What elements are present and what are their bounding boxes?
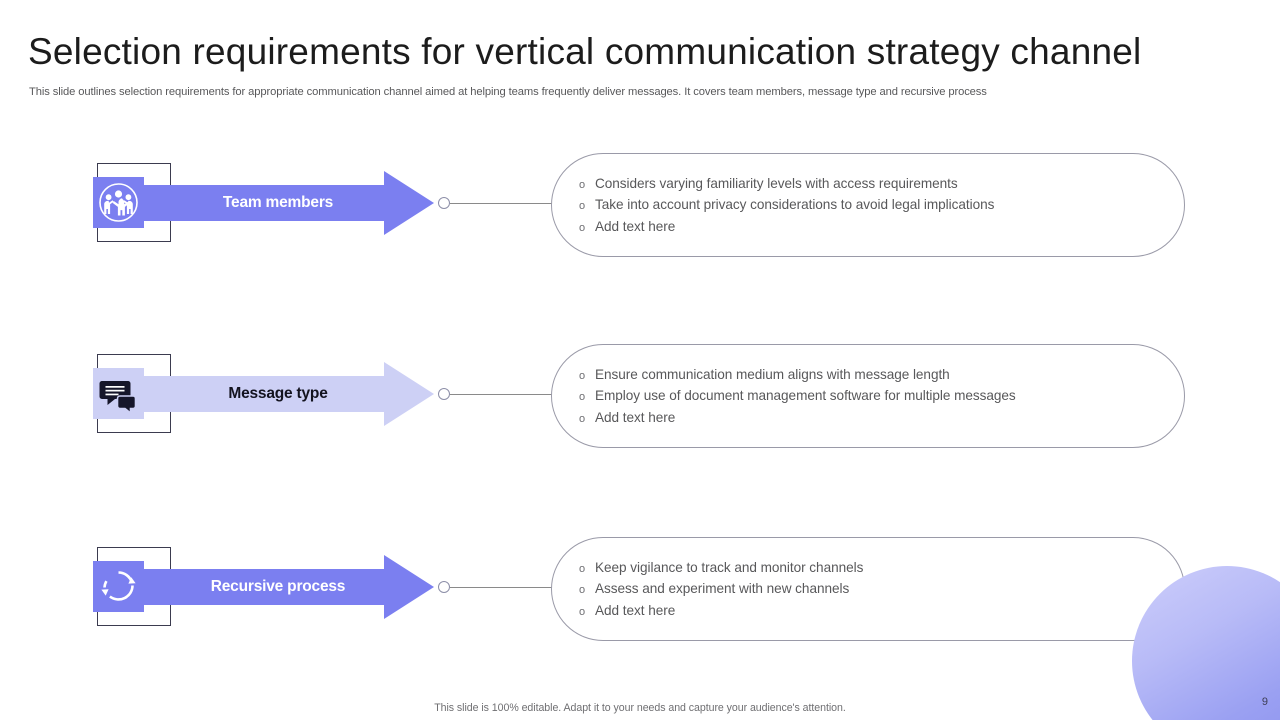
process-row-team-members: Team members o Considers varying familia… (0, 140, 1280, 270)
list-item-text: Add text here (595, 409, 676, 425)
list-item-text: Add text here (595, 218, 676, 234)
arrow-head (384, 171, 434, 235)
bullet-marker: o (579, 605, 586, 618)
connector-line (450, 202, 560, 204)
arrow-team-members: Team members (140, 171, 434, 235)
bullet-list: o Ensure communication medium aligns wit… (579, 365, 1184, 429)
bullet-marker: o (579, 200, 586, 213)
list-item: o Ensure communication medium aligns wit… (579, 365, 1184, 386)
list-item: o Add text here (579, 217, 1184, 238)
editable-footer-note: This slide is 100% editable. Adapt it to… (434, 702, 846, 714)
list-item: o Take into account privacy consideratio… (579, 195, 1184, 216)
list-item-text: Assess and experiment with new channels (595, 581, 850, 597)
arrow-message-type: Message type (140, 362, 434, 426)
process-row-recursive-process: Recursive process o Keep vigilance to tr… (0, 524, 1280, 654)
list-item: o Keep vigilance to track and monitor ch… (579, 558, 1184, 579)
list-item-text: Ensure communication medium aligns with … (595, 367, 950, 382)
arrow-label: Team members (222, 194, 334, 211)
list-item-text: Keep vigilance to track and monitor chan… (595, 560, 864, 575)
connector-dot (438, 197, 450, 209)
bullet-marker: o (579, 179, 586, 191)
list-item: o Employ use of document management soft… (579, 386, 1184, 407)
bullet-list: o Keep vigilance to track and monitor ch… (579, 558, 1184, 622)
list-item: o Considers varying familiarity levels w… (579, 174, 1184, 195)
team-people-icon (93, 177, 144, 228)
arrow-head (384, 555, 434, 619)
bullet-marker: o (579, 391, 586, 404)
list-item: o Add text here (579, 408, 1184, 429)
detail-card-message-type: o Ensure communication medium aligns wit… (551, 344, 1185, 448)
arrow-band (140, 376, 388, 412)
list-item-text: Add text here (595, 602, 676, 618)
bullet-marker: o (579, 221, 586, 234)
arrow-label: Message type (228, 385, 328, 402)
page-number: 9 (1261, 696, 1268, 708)
bullet-marker: o (579, 412, 586, 425)
connector-dot (438, 388, 450, 400)
bullet-marker: o (579, 370, 586, 382)
connector-dot (438, 581, 450, 593)
arrow-recursive-process: Recursive process (140, 555, 434, 619)
list-item-text: Considers varying familiarity levels wit… (595, 176, 958, 191)
detail-card-team-members: o Considers varying familiarity levels w… (551, 153, 1185, 257)
bullet-marker: o (579, 584, 586, 597)
bullet-marker: o (579, 563, 586, 575)
list-item-text: Take into account privacy considerations… (595, 197, 995, 213)
process-row-message-type: Message type o Ensure communication medi… (0, 331, 1280, 461)
detail-card-recursive-process: o Keep vigilance to track and monitor ch… (551, 537, 1185, 641)
list-item: o Add text here (579, 601, 1184, 622)
arrow-head (384, 362, 434, 426)
list-item: o Assess and experiment with new channel… (579, 579, 1184, 600)
bullet-list: o Considers varying familiarity levels w… (579, 174, 1184, 238)
chat-bubbles-icon (93, 368, 144, 419)
page-title: Selection requirements for vertical comm… (28, 31, 1142, 72)
connector-line (450, 586, 560, 588)
arrow-band (140, 185, 388, 221)
arrow-band (140, 569, 388, 605)
page-subtitle: This slide outlines selection requiremen… (29, 86, 987, 98)
recursive-refresh-icon (93, 561, 144, 612)
list-item-text: Employ use of document management softwa… (595, 388, 1016, 404)
connector-line (450, 393, 560, 395)
arrow-label: Recursive process (210, 578, 346, 595)
